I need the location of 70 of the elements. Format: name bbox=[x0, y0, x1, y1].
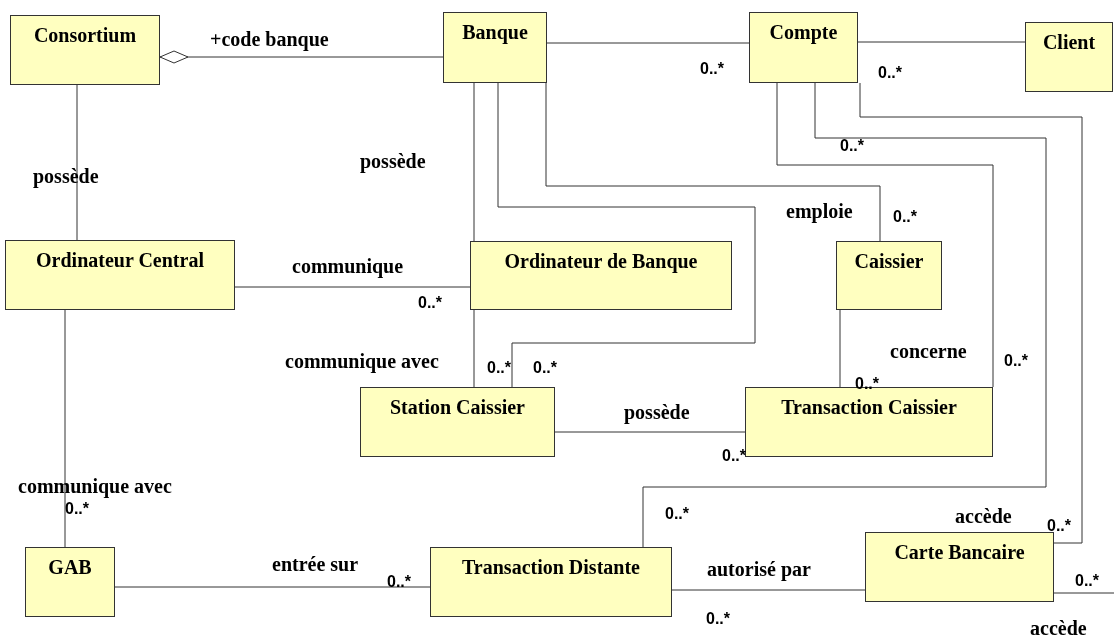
class-box bbox=[430, 547, 672, 617]
class-name: Caissier bbox=[853, 250, 925, 273]
edge-label: possède bbox=[33, 165, 99, 187]
class-name: Station Caissier bbox=[389, 396, 526, 419]
class-name: Banque bbox=[461, 21, 529, 44]
association-line bbox=[857, 41, 1026, 43]
class-name: GAB bbox=[47, 556, 93, 579]
multiplicity-label: 0..* bbox=[487, 358, 511, 378]
class-name: Ordinateur de Banque bbox=[503, 250, 699, 273]
association-line bbox=[859, 82, 1083, 544]
multiplicity-label: 0..* bbox=[533, 358, 557, 378]
association-line bbox=[76, 84, 78, 241]
edge-label: entrée sur bbox=[272, 553, 359, 575]
multiplicity-label: 0..* bbox=[722, 446, 746, 466]
edge-label: accède bbox=[955, 505, 1012, 527]
class-box bbox=[1025, 22, 1113, 92]
edge-label: communique avec bbox=[285, 350, 439, 372]
edge-label: accède bbox=[1030, 617, 1087, 639]
association-line bbox=[839, 309, 841, 388]
association-line bbox=[545, 82, 881, 242]
association-line bbox=[554, 431, 746, 433]
class-name: Client bbox=[1041, 31, 1097, 54]
class-box bbox=[749, 12, 858, 83]
association-line bbox=[776, 82, 994, 388]
association-line bbox=[546, 42, 750, 44]
association-line bbox=[473, 82, 475, 242]
class-box bbox=[360, 387, 555, 457]
multiplicity-label: 0..* bbox=[878, 63, 902, 83]
class-name: Carte Bancaire bbox=[893, 541, 1026, 564]
multiplicity-label: 0..* bbox=[387, 572, 411, 592]
class-name: Ordinateur Central bbox=[35, 249, 205, 272]
association-line bbox=[642, 82, 1047, 548]
association-line bbox=[473, 309, 475, 388]
class-name: Compte bbox=[768, 21, 839, 44]
class-box bbox=[10, 15, 160, 85]
multiplicity-label: 0..* bbox=[706, 609, 730, 629]
association-line bbox=[114, 586, 431, 588]
edge-label: +code banque bbox=[210, 28, 329, 50]
edge-label: possède bbox=[624, 401, 690, 423]
multiplicity-label: 0..* bbox=[1047, 516, 1071, 536]
multiplicity-label: 0..* bbox=[1075, 571, 1099, 591]
class-name: Transaction Caissier bbox=[780, 396, 958, 419]
multiplicity-label: 0..* bbox=[893, 207, 917, 227]
edge-label: possède bbox=[360, 150, 426, 172]
edge-label: autorisé par bbox=[707, 558, 811, 580]
multiplicity-label: 0..* bbox=[418, 293, 442, 313]
multiplicity-label: 0..* bbox=[1004, 351, 1028, 371]
class-box bbox=[5, 240, 235, 310]
multiplicity-label: 0..* bbox=[65, 499, 89, 519]
multiplicity-label: 0..* bbox=[840, 136, 864, 156]
association-line bbox=[671, 589, 866, 591]
class-box bbox=[470, 241, 732, 310]
aggregation-line bbox=[159, 50, 444, 64]
class-box bbox=[836, 241, 942, 310]
edge-label: concerne bbox=[890, 340, 967, 362]
edge-label: communique avec bbox=[18, 475, 172, 497]
class-box bbox=[745, 387, 993, 457]
multiplicity-label: 0..* bbox=[665, 504, 689, 524]
association-line bbox=[64, 309, 66, 548]
class-name: Transaction Distante bbox=[461, 556, 641, 579]
edge-label: emploie bbox=[786, 200, 853, 222]
class-name: Consortium bbox=[32, 24, 138, 47]
class-box bbox=[865, 532, 1054, 602]
edge-label: communique bbox=[292, 255, 404, 277]
multiplicity-label: 0..* bbox=[700, 59, 724, 79]
association-line bbox=[497, 82, 756, 388]
class-box bbox=[25, 547, 115, 617]
class-box bbox=[443, 12, 547, 83]
association-line bbox=[1053, 592, 1114, 594]
association-line bbox=[234, 286, 471, 288]
